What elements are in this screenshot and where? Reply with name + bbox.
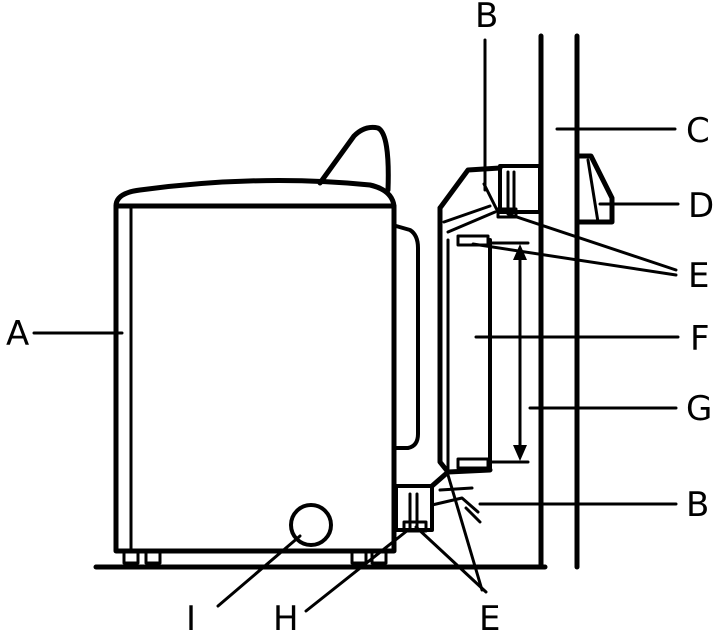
- callout-A: A: [6, 314, 29, 354]
- callout-F: F: [690, 319, 710, 359]
- vent-duct: [437, 205, 492, 475]
- clamp-lower-duct: [456, 457, 490, 470]
- callout-D: D: [688, 186, 714, 226]
- clamp-dryer-outlet: [402, 520, 428, 533]
- callout-E-bottom: E: [479, 599, 500, 639]
- gas-connection: [289, 503, 333, 547]
- leader-H: [304, 528, 410, 613]
- callout-I: I: [186, 599, 196, 639]
- leader-E-right-2: [471, 242, 678, 277]
- leader-E-bottom-1: [414, 525, 488, 594]
- leader-E-bottom-2: [446, 473, 484, 592]
- callout-G: G: [686, 389, 712, 429]
- lower-elbow: [429, 467, 493, 524]
- leader-E-right-1: [506, 212, 678, 272]
- clamp-upper-collar: [496, 207, 518, 219]
- callout-B-bottom: B: [686, 485, 709, 525]
- dryer: [113, 124, 420, 565]
- callout-H: H: [273, 599, 299, 639]
- callout-E-right: E: [688, 256, 709, 296]
- leader-I: [216, 534, 302, 608]
- callout-C: C: [686, 111, 710, 151]
- length-dimension-arrow: [490, 241, 530, 464]
- exterior-vent-hood: [576, 153, 615, 225]
- leader-lines: [32, 38, 680, 613]
- wall-exhaust-collar: [498, 164, 542, 214]
- upper-elbow: [437, 165, 503, 234]
- callout-B-top: B: [475, 0, 498, 36]
